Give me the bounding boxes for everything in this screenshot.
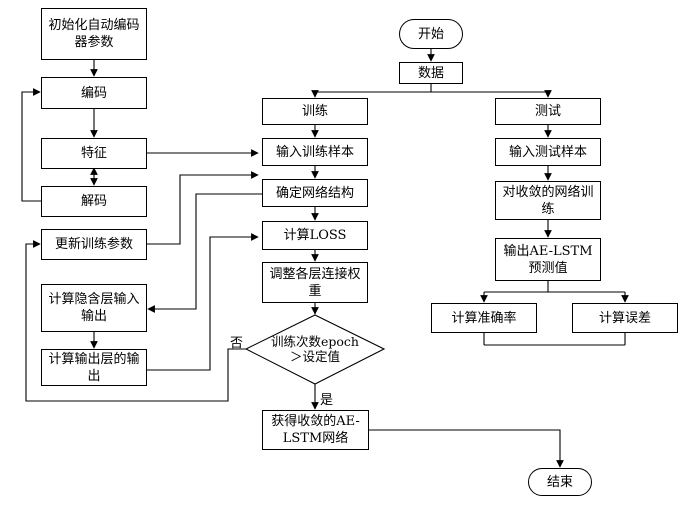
error-box: 计算误差 <box>572 303 678 333</box>
adjust-weights-box: 调整各层连接权重 <box>262 262 368 303</box>
feature-box: 特征 <box>41 138 147 169</box>
input-train-box: 输入训练样本 <box>262 138 368 166</box>
predict-box: 输出AE-LSTM预测值 <box>495 238 601 281</box>
init-params-box: 初始化自动编码器参数 <box>41 8 147 60</box>
encode-box: 编码 <box>41 77 147 109</box>
yes-label: 是 <box>320 393 334 408</box>
arrow-update-to-net-struct <box>146 171 259 245</box>
test-box: 测试 <box>495 98 601 125</box>
accuracy-box: 计算准确率 <box>431 303 537 333</box>
converged-box: 获得收敛的AE-LSTM网络 <box>262 410 369 450</box>
data-box: 数据 <box>399 62 463 84</box>
net-struct-box: 确定网络结构 <box>262 179 368 207</box>
update-params-box: 更新训练参数 <box>41 229 147 260</box>
arrow-decode-loop-to-encode <box>21 88 41 202</box>
train-box: 训练 <box>262 98 368 125</box>
train-converged-box: 对收敛的网络训练 <box>495 181 601 220</box>
input-test-box: 输入测试样本 <box>495 138 601 166</box>
calc-loss-box: 计算LOSS <box>262 221 368 250</box>
arrow-converged-to-end <box>369 429 564 468</box>
arrow-output-to-loss <box>146 233 259 371</box>
arrow-no-to-update <box>25 240 246 402</box>
decode-box: 解码 <box>41 186 147 217</box>
calc-hidden-box: 计算隐含层输入输出 <box>41 284 147 332</box>
arrow-net-struct-to-hidden <box>147 193 262 313</box>
calc-output-box: 计算输出层的输出 <box>41 349 147 386</box>
decision-text: 训练次数epoch＞设定值 <box>271 334 359 364</box>
no-label: 否 <box>230 336 244 351</box>
end-terminal: 结束 <box>528 468 592 496</box>
start-terminal: 开始 <box>399 19 463 49</box>
